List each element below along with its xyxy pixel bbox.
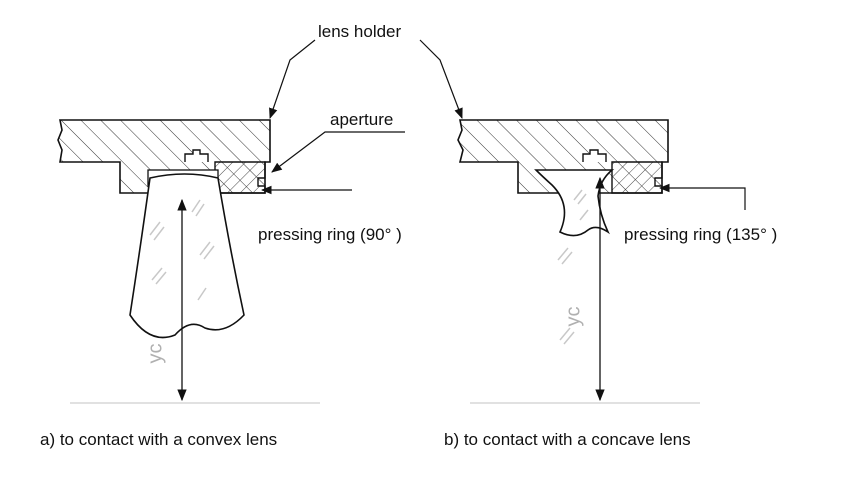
pressing-ring-b [611,161,663,194]
label-aperture: aperture [330,110,394,129]
leader-aperture [271,131,405,173]
leader-lens-holder-a [269,39,316,120]
aperture-notch-b [582,149,607,162]
leader-pressing-ring-b [658,183,746,210]
yc-label-a: yc [144,343,167,364]
leader-lens-holder-b [419,39,463,120]
label-lens-holder: lens holder [318,22,402,41]
label-pressing-ring-90: pressing ring (90° ) [258,225,402,244]
yc-label-b: yc [562,306,585,327]
aperture-notch-a [184,149,209,162]
caption-a: a) to contact with a convex lens [40,430,278,449]
glass-marks-a [149,199,215,301]
glass-marks-b [557,189,589,345]
pressing-ring-a [214,161,266,194]
caption-b: b) to contact with a concave lens [444,430,691,449]
label-pressing-ring-135: pressing ring (135° ) [624,225,778,244]
convex-lens [129,173,245,339]
